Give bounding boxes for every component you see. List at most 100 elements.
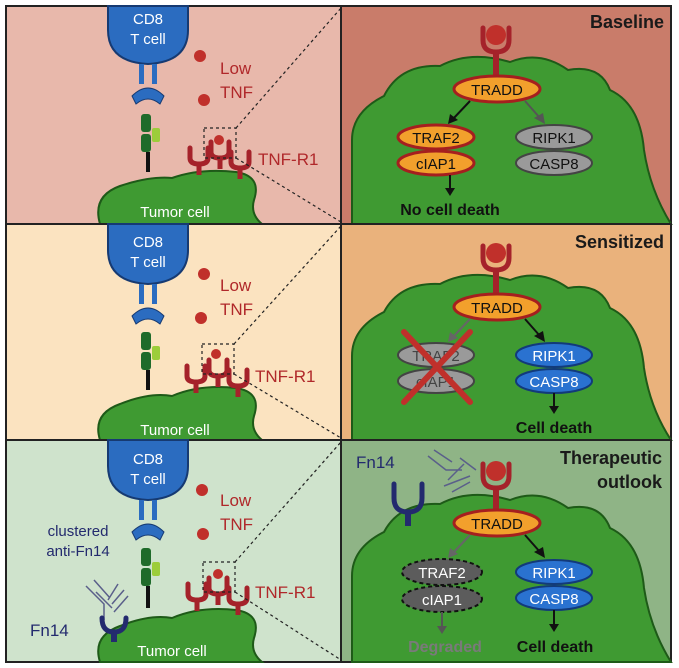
arrowhead (445, 188, 455, 196)
tcell-label-2: T cell (130, 471, 166, 488)
ripk1-label: RIPK1 (532, 565, 575, 582)
t-cell (107, 439, 189, 502)
tnf-dot (198, 268, 210, 280)
zoom-line (234, 441, 342, 563)
tnf-label-1: Low (220, 491, 252, 510)
zoom-line (233, 373, 342, 439)
tnf-r1-receptor-large (480, 25, 512, 76)
tnf-label-2: TNF (220, 83, 253, 102)
panel-title-2: outlook (597, 472, 663, 492)
traf2-node (401, 558, 483, 586)
ciap1-node (396, 149, 476, 177)
tnf-dot (196, 484, 208, 496)
tnf-label-2: TNF (220, 515, 253, 534)
tradd-node (452, 292, 542, 322)
tnf-label-2: TNF (220, 300, 253, 319)
antibody-icon (85, 579, 129, 620)
ciap1-label: cIAP1 (422, 592, 462, 609)
arrowhead (448, 548, 458, 558)
traf2-label: TRAF2 (412, 130, 460, 147)
outcome-label: Cell death (517, 639, 593, 656)
tradd-label: TRADD (471, 300, 523, 317)
fn14-receptor-large (391, 481, 425, 526)
receptor-label: TNF-R1 (255, 583, 315, 602)
tcr (131, 284, 165, 325)
tnf-dot (197, 528, 209, 540)
arrow (451, 318, 471, 339)
receptor-label: TNF-R1 (255, 367, 315, 386)
mhc-peptide (141, 332, 160, 390)
tnf-r1-receptor-large (480, 461, 512, 512)
antibody-label-1: clustered (48, 523, 109, 540)
casp8-label: CASP8 (529, 591, 578, 608)
fn14-label-right: Fn14 (356, 453, 395, 472)
outcome-label: Cell death (516, 420, 592, 437)
arrowhead (534, 113, 545, 124)
tnf-dot (195, 312, 207, 324)
arrow (451, 534, 471, 555)
casp8-label: CASP8 (529, 374, 578, 391)
tcell-label-1: CD8 (133, 234, 163, 251)
tcell-label-2: T cell (130, 254, 166, 271)
zoom-box (202, 561, 236, 593)
tcell-label-1: CD8 (133, 451, 163, 468)
tumor-cell (97, 608, 265, 663)
ripk1-node (515, 124, 593, 150)
tcell-label-1: CD8 (133, 11, 163, 28)
panel-title: Sensitized (575, 232, 664, 252)
casp8-label: CASP8 (529, 156, 578, 173)
tradd-label: TRADD (471, 82, 523, 99)
zoom-box (201, 343, 235, 375)
antibody-label-2: anti-Fn14 (46, 543, 109, 560)
arrow (524, 318, 541, 337)
arrowhead (437, 626, 447, 634)
mhc-peptide (141, 548, 160, 608)
panel-title: Baseline (590, 12, 664, 32)
ripk1-node (515, 559, 593, 585)
panel-therapeutic-outlook: CD8 T cell Low TNF clustered anti-Fn14 F… (5, 439, 673, 663)
ripk1-node (515, 342, 593, 368)
tumor-cell (97, 386, 265, 441)
arrowhead (534, 547, 545, 558)
zoom-line (235, 7, 342, 129)
arrowhead (549, 406, 559, 414)
tnf-label-1: Low (220, 59, 252, 78)
mhc-peptide (141, 114, 160, 172)
arrow (524, 534, 541, 553)
outcome-label: No cell death (400, 202, 500, 219)
fn14-receptor (99, 615, 129, 642)
tnf-dot (213, 569, 223, 579)
fn14-label-left: Fn14 (30, 621, 69, 640)
tcr (131, 64, 165, 105)
degraded-label: Degraded (408, 639, 482, 656)
ripk1-label: RIPK1 (532, 130, 575, 147)
tnf-label-1: Low (220, 276, 252, 295)
tnf-dot (194, 50, 206, 62)
tcr (131, 500, 165, 541)
antibody-icon-large (427, 449, 477, 493)
ripk1-label: RIPK1 (532, 348, 575, 365)
receptor-label: TNF-R1 (258, 150, 318, 169)
tnf-dot (211, 349, 221, 359)
panel-title-1: Therapeutic (560, 448, 662, 468)
t-cell (107, 223, 189, 286)
traf2-node (396, 123, 476, 151)
arrow (524, 100, 541, 119)
traf2-label: TRAF2 (418, 565, 466, 582)
tnf-dot (198, 94, 210, 106)
tumor-label: Tumor cell (140, 204, 209, 221)
tumor-label: Tumor cell (140, 422, 209, 439)
zoom-box (203, 127, 237, 159)
cell-detail (351, 55, 673, 225)
tnf-r1-receptor-large (480, 243, 512, 294)
tumor-label: Tumor cell (137, 643, 206, 660)
panel-baseline: CD8 T cell Low TNF Tumor cell TNF-R1 (5, 5, 673, 225)
cell-detail (351, 493, 673, 663)
tradd-node (452, 508, 542, 538)
arrowhead (549, 624, 559, 632)
tumor-cell (97, 169, 265, 225)
tcell-label-2: T cell (130, 31, 166, 48)
zoom-line (235, 157, 342, 223)
panel-sensitized: CD8 T cell Low TNF Tumor cell TNF-R1 Sen… (5, 223, 673, 441)
